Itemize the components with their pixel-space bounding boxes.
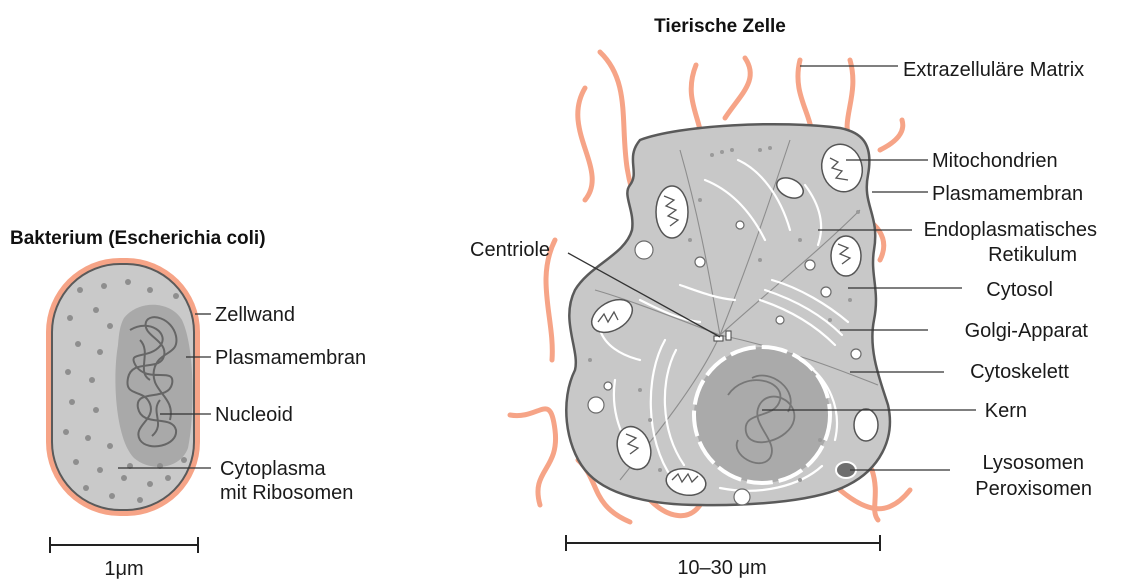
animal-cell-scale-label: 10–30 μm bbox=[677, 557, 766, 579]
animal-cell-scale-bar bbox=[566, 535, 880, 551]
label-nucleoid: Nucleoid bbox=[215, 404, 293, 426]
label-mitochondrien: Mitochondrien bbox=[932, 150, 1058, 172]
bacterium-scale-label: 1μm bbox=[104, 558, 143, 580]
label-cytoplasma: Cytoplasma bbox=[220, 458, 326, 480]
bacterium-scale-bar bbox=[50, 537, 198, 553]
animal-cell-title: Tierische Zelle bbox=[654, 16, 786, 37]
label-golgi-apparat: Golgi-Apparat bbox=[965, 320, 1089, 342]
bacterium-illustration bbox=[46, 258, 200, 516]
label-plasmamembran-bacterium: Plasmamembran bbox=[215, 347, 366, 369]
label-extrazellulaere-matrix: Extrazelluläre Matrix bbox=[903, 59, 1084, 81]
label-er-line1: Endoplasmatisches bbox=[924, 219, 1097, 241]
label-zellwand: Zellwand bbox=[215, 304, 295, 326]
label-centriole: Centriole bbox=[470, 239, 550, 261]
label-lysosomen: Lysosomen bbox=[982, 452, 1084, 474]
label-cytosol: Cytosol bbox=[986, 279, 1053, 301]
label-kern: Kern bbox=[985, 400, 1027, 422]
label-peroxisomen: Peroxisomen bbox=[975, 478, 1092, 500]
label-er-line2: Retikulum bbox=[988, 244, 1077, 266]
label-cytoskelett: Cytoskelett bbox=[970, 361, 1069, 383]
label-plasmamembran-animal: Plasmamembran bbox=[932, 183, 1083, 205]
label-cytoplasma-ribosomen: mit Ribosomen bbox=[220, 482, 353, 504]
bacterium-title: Bakterium (Escherichia coli) bbox=[10, 228, 266, 249]
